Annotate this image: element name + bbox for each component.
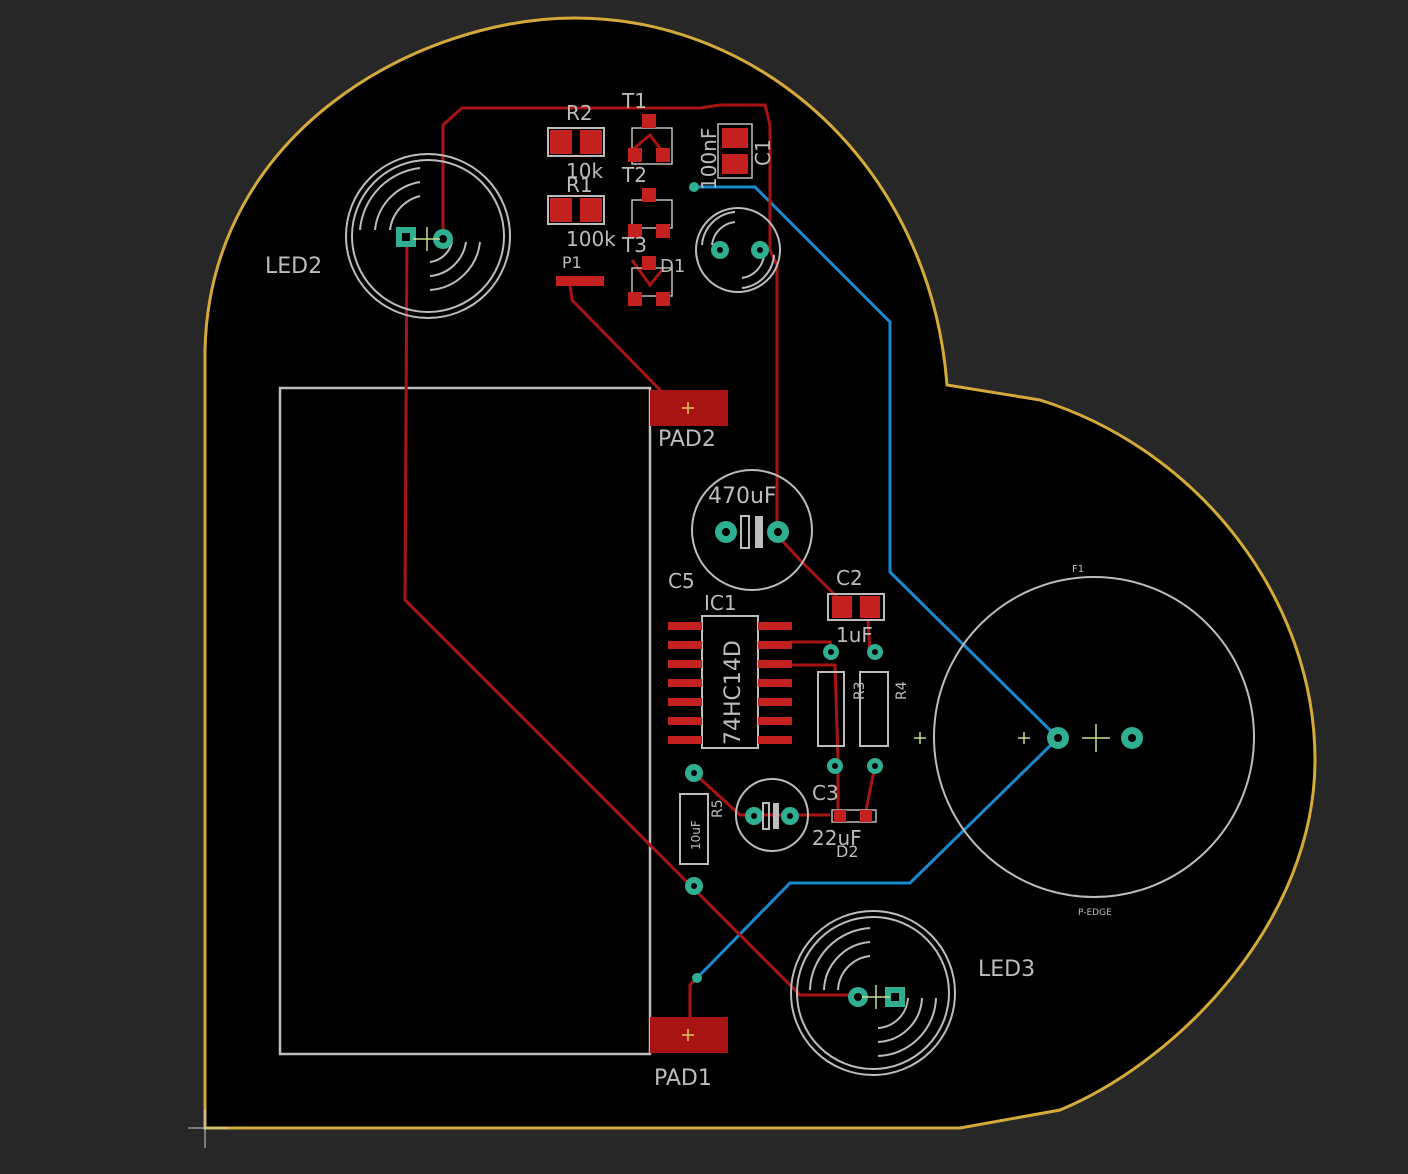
c2-value: 1uF: [836, 623, 873, 647]
pad2[interactable]: [650, 390, 728, 426]
t1-label: T1: [621, 89, 647, 113]
c1-label: C1: [751, 139, 775, 166]
battery-holder-outline: [278, 386, 652, 1056]
d1-label: D1: [660, 256, 685, 277]
r1-resistor[interactable]: [547, 195, 605, 225]
r5-label: R5: [710, 799, 726, 818]
r2-value: 10k: [566, 159, 603, 183]
p1-label: P1: [562, 253, 582, 272]
origin-marker: [188, 1110, 228, 1148]
pad1-label: PAD1: [654, 1066, 712, 1091]
ic1-value: 74HC14D: [721, 640, 746, 745]
r2-label: R2: [566, 101, 593, 125]
c1-capacitor[interactable]: [717, 123, 753, 179]
r5-resistor[interactable]: [679, 764, 709, 895]
vias: [689, 182, 702, 983]
board-outline: [203, 16, 1317, 1130]
ic1-label: IC1: [704, 591, 737, 615]
t1-transistor[interactable]: [628, 114, 673, 165]
pe-edge-label: P-EDGE: [1078, 908, 1112, 918]
t3-label: T3: [621, 233, 647, 257]
c1-value: 100nF: [697, 128, 721, 190]
buzzer-f1-footprint[interactable]: [914, 576, 1255, 898]
pad1[interactable]: [650, 1017, 728, 1053]
r1-label: R1: [566, 173, 593, 197]
p1-pad[interactable]: [556, 276, 604, 286]
led2-footprint[interactable]: [345, 153, 511, 319]
ic1-chip[interactable]: [668, 615, 792, 749]
c3-capacitor[interactable]: [735, 778, 809, 852]
r4-label: R4: [894, 681, 910, 700]
r3-resistor[interactable]: [817, 644, 845, 774]
bottom-copper-traces: [694, 185, 1060, 980]
c5-label: C5: [668, 569, 695, 593]
pad2-label: PAD2: [658, 427, 716, 452]
t2-transistor[interactable]: [628, 188, 673, 238]
led3-footprint[interactable]: [790, 910, 956, 1076]
c3-label: C3: [812, 781, 839, 805]
r5-value: 10uF: [689, 820, 703, 850]
f1-label: F1: [1072, 564, 1084, 575]
d2-label: D2: [836, 842, 859, 861]
r2-resistor[interactable]: [547, 127, 605, 157]
c5-value: 470uF: [708, 484, 777, 509]
t3-transistor[interactable]: [628, 256, 673, 306]
r1-value: 100k: [566, 227, 616, 251]
c5-capacitor[interactable]: [691, 469, 813, 591]
d1-diode[interactable]: [695, 207, 781, 293]
r4-resistor[interactable]: [859, 644, 889, 774]
c2-capacitor[interactable]: [827, 593, 885, 621]
c2-label: C2: [836, 566, 863, 590]
led3-label: LED3: [978, 957, 1035, 982]
c3-value: 22uF: [812, 826, 862, 850]
r3-label: R3: [852, 681, 868, 700]
d2-diode[interactable]: [831, 809, 877, 823]
led2-label: LED2: [265, 254, 322, 279]
t2-label: T2: [621, 163, 647, 187]
